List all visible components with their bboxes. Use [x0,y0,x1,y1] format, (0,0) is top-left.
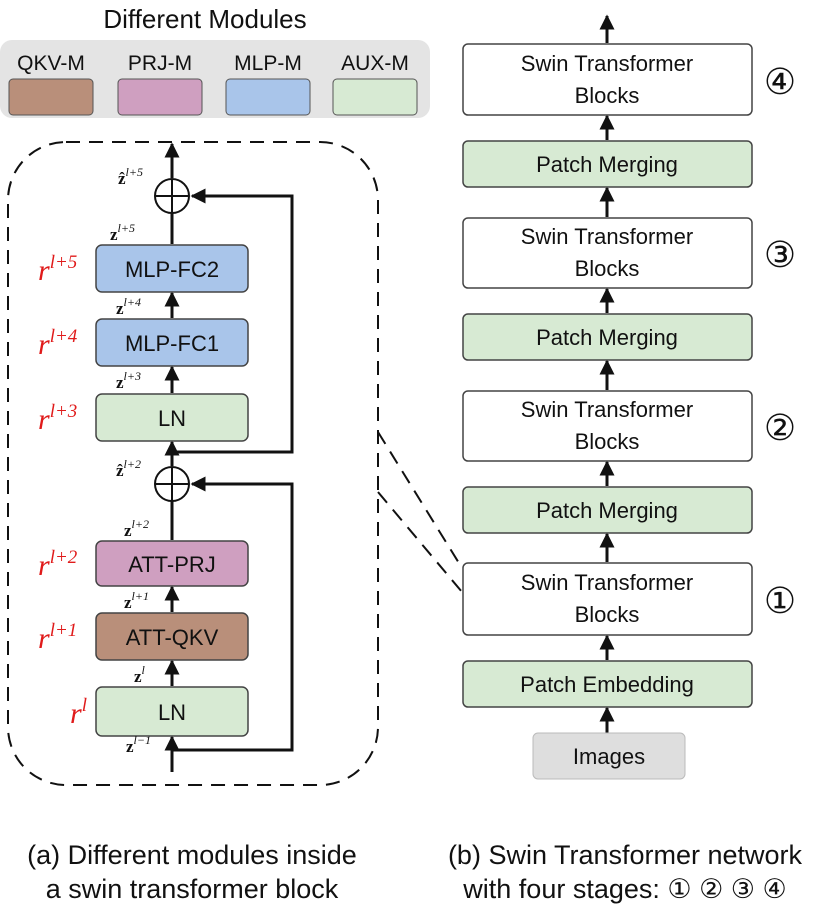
caption-a-line1: (a) Different modules inside [27,840,357,870]
svg-text:Blocks: Blocks [575,602,640,627]
module-att-prj: ATT-PRJ [95,540,249,587]
stage-marker-3: ③ [764,234,796,275]
rate-label-l0: rl [70,695,87,730]
module-label: LN [158,700,186,725]
module-label: MLP-FC1 [125,331,219,356]
module-ln-top: LN [95,393,249,442]
zoom-line-upper [377,431,463,569]
signal-label-z-l5: zl+5 [110,221,135,244]
signal-label-z-l2: zl+2 [124,517,149,540]
patch-embedding-label: Patch Embedding [520,672,694,697]
rate-label-l1: rl+1 [38,620,77,655]
module-label: ATT-PRJ [128,552,216,577]
module-label: ATT-QKV [126,625,219,650]
module-label: LN [158,406,186,431]
svg-text:Blocks: Blocks [575,83,640,108]
signal-label-z-l3: zl+3 [116,369,141,392]
signal-label-zhat-l2: ẑl+2 [116,457,141,480]
svg-text:Blocks: Blocks [575,256,640,281]
legend-label-qkv: QKV-M [17,52,85,75]
svg-text:Patch Merging: Patch Merging [536,498,678,523]
legend-background [0,40,430,118]
svg-text:Blocks: Blocks [575,429,640,454]
rate-label-l4: rl+4 [38,326,78,361]
signal-label-z-l1: zl+1 [124,589,149,612]
network-patch-merging-1: Patch Merging [462,486,753,534]
stage-marker-2: ② [764,407,796,448]
module-legend: Different Modules QKV-M PRJ-M MLP-M AUX-… [0,4,430,118]
block-flow [164,142,294,772]
signal-label-z-lminus1: zl−1 [126,733,151,756]
module-mlp-fc2: MLP-FC2 [95,244,249,293]
network-swin-blocks-stage-3: Swin Transformer Blocks [462,217,753,289]
network-swin-blocks-stage-2: Swin Transformer Blocks [462,390,753,462]
caption-b: (b) Swin Transformer network with four s… [420,838,830,906]
svg-text:Swin Transformer: Swin Transformer [521,51,693,76]
zoom-line-lower [377,491,463,593]
legend-label-prj: PRJ-M [128,52,192,75]
stage-marker-1: ① [764,580,796,621]
module-label: MLP-FC2 [125,257,219,282]
svg-text:Patch Merging: Patch Merging [536,325,678,350]
signal-label-zhat-l5: ẑl+5 [118,165,143,188]
legend-swatch-mlp [225,78,311,116]
module-mlp-fc1: MLP-FC1 [95,318,249,367]
module-att-qkv: ATT-QKV [95,612,249,661]
network-images-input: Images [532,732,686,780]
legend-swatch-aux [332,78,418,116]
images-label: Images [573,744,645,769]
legend-swatch-qkv [8,78,94,116]
module-ln-bottom: LN [95,686,249,737]
svg-text:Patch Merging: Patch Merging [536,152,678,177]
caption-b-line1: (b) Swin Transformer network [447,840,803,870]
stage-marker-4: ④ [764,61,796,102]
svg-text:Swin Transformer: Swin Transformer [521,397,693,422]
rate-label-l3: rl+3 [38,401,77,436]
network-patch-merging-3: Patch Merging [462,140,753,188]
legend-title: Different Modules [103,4,306,34]
legend-label-mlp: MLP-M [234,52,302,75]
legend-swatch-prj [117,78,203,116]
rate-label-l2: rl+2 [38,547,78,582]
network-patch-embedding: Patch Embedding [462,660,753,708]
signal-label-z-l0: zl [134,663,146,686]
svg-text:Swin Transformer: Swin Transformer [521,570,693,595]
caption-a-line2: a swin transformer block [45,874,339,904]
residual-adder-top [154,178,190,214]
svg-text:Swin Transformer: Swin Transformer [521,224,693,249]
signal-label-z-l4: zl+4 [116,295,141,318]
residual-adder-bottom [154,466,190,502]
network-swin-blocks-stage-4: Swin Transformer Blocks [462,43,753,116]
caption-a: (a) Different modules inside a swin tran… [0,838,384,906]
network-patch-merging-2: Patch Merging [462,313,753,361]
legend-label-aux: AUX-M [341,52,409,75]
caption-b-line2: with four stages: ① ② ③ ④ [463,874,787,904]
rate-label-l5: rl+5 [38,252,77,287]
block-boundary-dashed [7,141,379,786]
network-swin-blocks-stage-1: Swin Transformer Blocks [462,562,753,636]
